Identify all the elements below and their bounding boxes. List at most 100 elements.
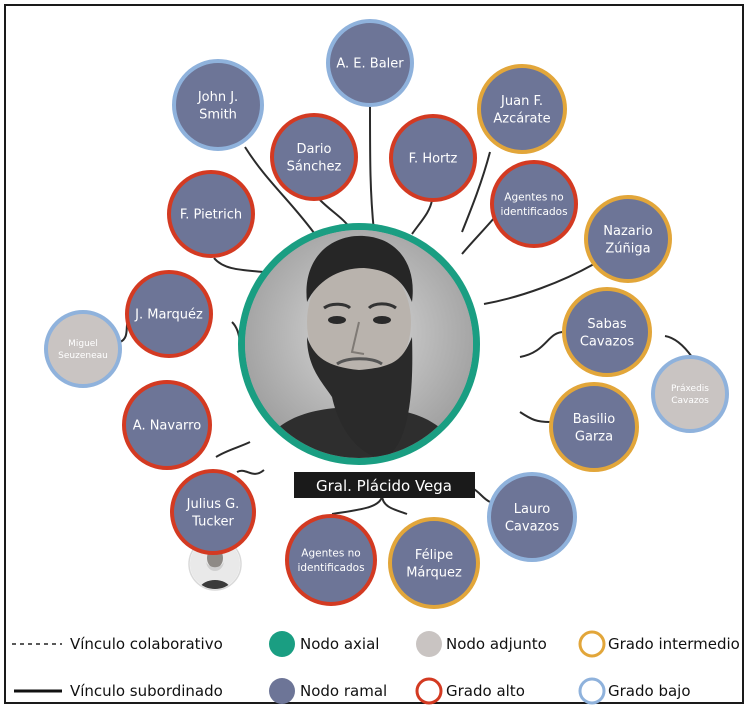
- intermedio-swatch: [578, 630, 606, 658]
- node-label: John J.: [197, 90, 238, 105]
- node-label: J. Marquéz: [134, 308, 203, 323]
- node-tucker[interactable]: Julius G. Tucker: [170, 469, 256, 555]
- node-label: identificados: [500, 206, 567, 218]
- node-circle: [270, 113, 358, 201]
- node-label: Seuzeneau: [58, 351, 108, 361]
- node-label: Julius G.: [186, 497, 240, 512]
- node-circle: [285, 514, 377, 606]
- node-label: Miguel: [68, 339, 98, 349]
- link-hortz: [411, 199, 433, 235]
- node-navarro[interactable]: A. Navarro: [122, 380, 212, 470]
- node-circle: [549, 382, 639, 472]
- node-circle: [122, 380, 212, 470]
- node-circle: [170, 469, 256, 555]
- node-marquez[interactable]: J. Marquéz: [125, 270, 213, 358]
- link-agentes-top: [461, 216, 496, 255]
- legend-bajo: Grado bajo: [608, 682, 691, 700]
- node-agentes_top[interactable]: Agentes no identificados: [490, 160, 578, 248]
- node-circle: [477, 64, 567, 154]
- node-label: F. Hortz: [409, 152, 458, 167]
- node-label: Agentes no: [301, 548, 360, 560]
- link-pietrich: [213, 257, 265, 273]
- node-label: Agentes no: [504, 192, 563, 204]
- link-tucker: [236, 469, 265, 475]
- node-label: Garza: [575, 429, 613, 444]
- node-azcarate[interactable]: Juan F. Azcárate: [477, 64, 567, 154]
- node-label: identificados: [297, 562, 364, 574]
- link-basilio: [519, 411, 551, 423]
- node-circle: [172, 59, 264, 151]
- node-label: Basilio: [573, 412, 615, 427]
- center-title-label: Gral. Plácido Vega: [294, 472, 475, 498]
- center-title: Gral. Plácido Vega: [316, 477, 452, 495]
- node-circle: [562, 287, 652, 377]
- legend-adjunto: Nodo adjunto: [446, 635, 547, 653]
- node-pietrich[interactable]: F. Pietrich: [167, 170, 255, 258]
- node-circle: [326, 19, 414, 107]
- legend-ramal: Nodo ramal: [300, 682, 387, 700]
- node-circle: [651, 355, 729, 433]
- node-label: Sabas: [587, 317, 626, 332]
- link-sabas: [519, 331, 565, 358]
- center-node[interactable]: [238, 223, 480, 472]
- node-label: Cavazos: [505, 519, 559, 534]
- alto-swatch: [415, 677, 443, 705]
- node-smith[interactable]: John J. Smith: [172, 59, 264, 151]
- link-smith: [244, 146, 318, 238]
- node-label: F. Pietrich: [180, 208, 242, 223]
- node-circle: [388, 517, 480, 609]
- subordinate-links: [119, 105, 693, 515]
- node-label: A. E. Baler: [336, 57, 404, 72]
- node-baler[interactable]: A. E. Baler: [326, 19, 414, 107]
- axial-swatch: [269, 631, 295, 657]
- node-label: Zúñiga: [605, 241, 650, 256]
- link-azcarate: [461, 151, 491, 233]
- node-label: Tucker: [191, 514, 234, 529]
- node-label: Lauro: [514, 502, 551, 517]
- node-circle: [389, 114, 477, 202]
- link-baler: [369, 105, 375, 233]
- node-circle: [490, 160, 578, 248]
- ramal-swatch: [269, 678, 295, 704]
- node-label: Smith: [199, 107, 237, 122]
- node-label: Márquez: [406, 565, 462, 580]
- node-label: Dario: [297, 142, 332, 157]
- bajo-swatch: [578, 677, 606, 705]
- node-circle: [125, 270, 213, 358]
- node-label: Juan F.: [500, 94, 543, 109]
- node-label: Sánchez: [287, 159, 342, 174]
- link-praxedis: [664, 335, 693, 358]
- node-agentes_bottom[interactable]: Agentes no identificados: [285, 514, 377, 606]
- node-label: Nazario: [603, 224, 652, 239]
- node-label: A. Navarro: [133, 419, 201, 434]
- node-label: Práxedis: [671, 384, 709, 394]
- legend-colaborativo: Vínculo colaborativo: [70, 635, 223, 653]
- node-label: Cavazos: [580, 334, 634, 349]
- node-label: Cavazos: [671, 396, 709, 406]
- node-label: Azcárate: [493, 111, 550, 126]
- adjunto-swatch: [416, 631, 442, 657]
- node-hortz[interactable]: F. Hortz: [389, 114, 477, 202]
- portrait-photo: [245, 230, 473, 458]
- node-label: Félipe: [415, 548, 453, 563]
- node-circle: [44, 310, 122, 388]
- legend-alto: Grado alto: [446, 682, 525, 700]
- node-circle: [167, 170, 255, 258]
- legend-axial: Nodo axial: [300, 635, 379, 653]
- node-circle: [487, 472, 577, 562]
- link-navarro: [215, 441, 251, 458]
- node-circle: [584, 195, 672, 283]
- legend-intermedio: Grado intermedio: [608, 635, 740, 653]
- legend: Vínculo colaborativo Vínculo subordinado…: [12, 630, 740, 705]
